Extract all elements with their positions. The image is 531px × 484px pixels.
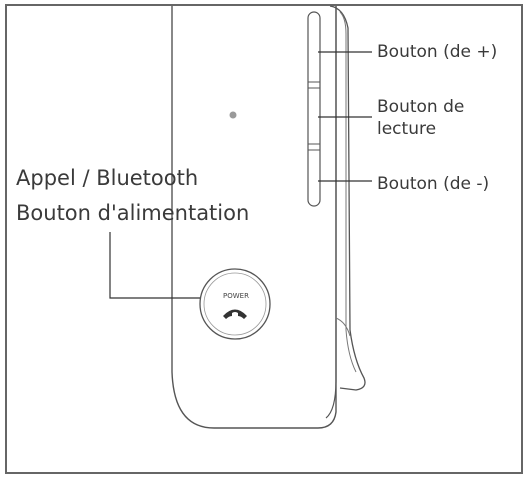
phone-handset-icon bbox=[223, 309, 247, 319]
label-power-button: Bouton d'alimentation bbox=[16, 201, 250, 225]
power-button-face bbox=[203, 272, 267, 336]
device-back-edge bbox=[325, 6, 337, 419]
leader-line-power bbox=[109, 232, 200, 299]
side-button-strip bbox=[307, 11, 321, 207]
clip-inner-edge bbox=[339, 11, 357, 373]
power-badge-text: POWER bbox=[223, 292, 249, 300]
power-button-ring bbox=[199, 268, 271, 340]
device-body-outline bbox=[171, 6, 337, 429]
diagram-frame bbox=[5, 4, 523, 474]
clip-outline bbox=[329, 5, 366, 391]
label-call-bluetooth: Appel / Bluetooth bbox=[16, 166, 199, 190]
label-play-line2: lecture bbox=[377, 119, 437, 139]
label-play-line1: Bouton de bbox=[377, 97, 465, 117]
clip-tip bbox=[335, 317, 351, 337]
led-indicator bbox=[229, 111, 237, 119]
label-volume-down: Bouton (de -) bbox=[377, 174, 490, 194]
label-volume-up: Bouton (de +) bbox=[377, 42, 498, 62]
